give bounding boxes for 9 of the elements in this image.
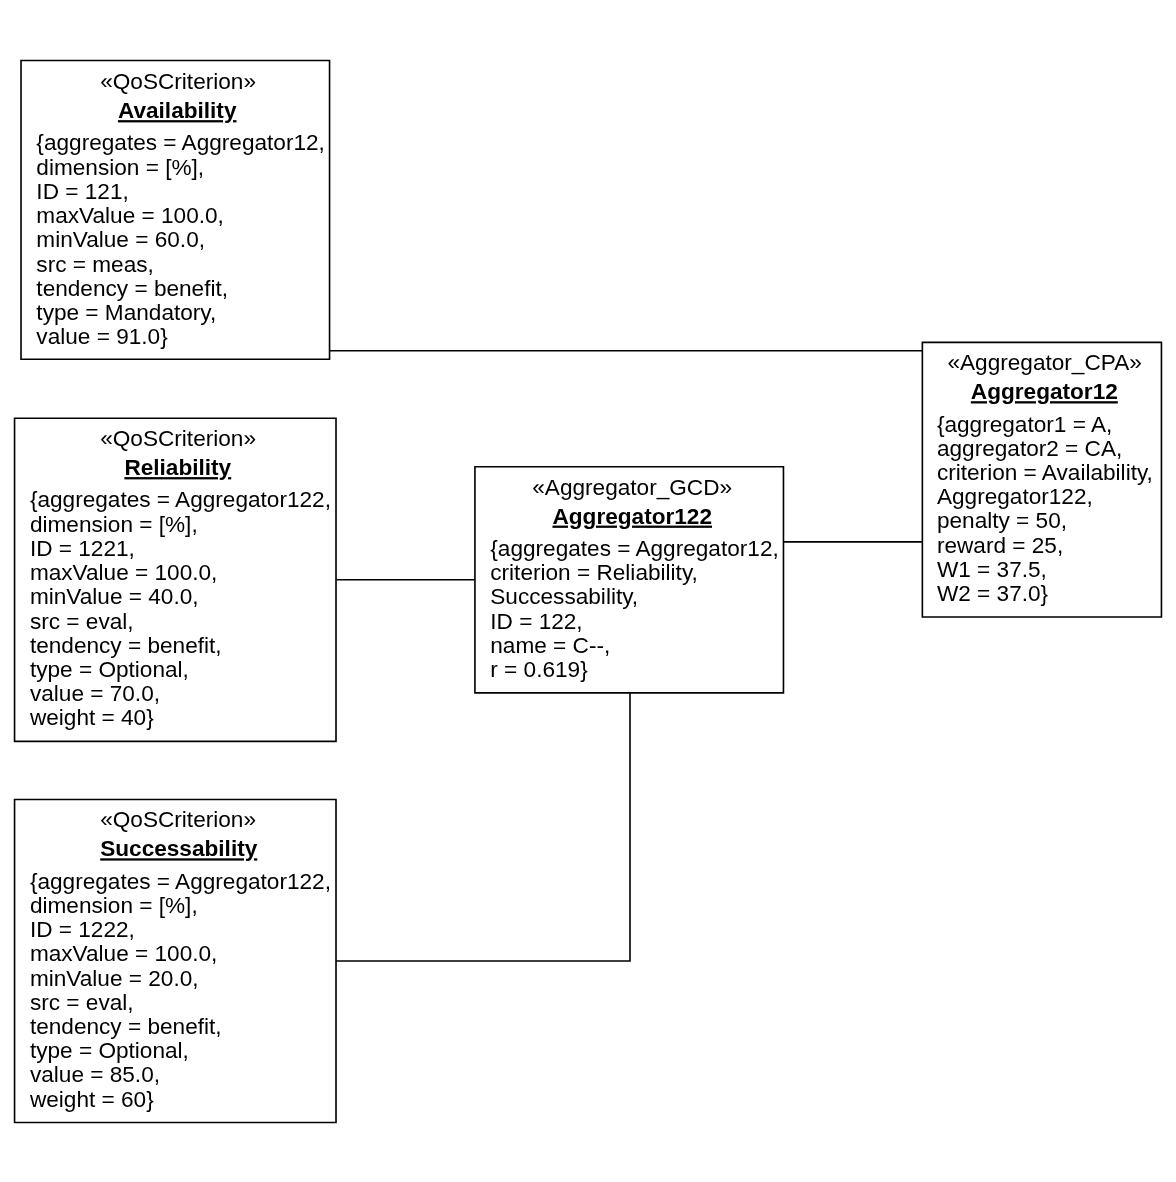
node-box: «Aggregator_CPA» Aggregator12 {aggregator1 = A, aggregator2 = CA, criterion = Availability, Aggregator122, penalty = 50, reward = 25, W1 = 37.5, W2 = 37.0} — [921, 341, 1163, 618]
connector — [335, 691, 631, 962]
connector — [782, 540, 923, 543]
connector — [328, 349, 924, 352]
node-box: «QoSCriterion» Availability {aggregates = Aggregator12, dimension = [%], ID = 121, maxValue = 100.0, minValue = 60.0, src = meas, tendency = benefit, type = Mandatory, value = 91.0} — [20, 59, 331, 360]
node-box: «Aggregator_GCD» Aggregator122 {aggregates = Aggregator12, criterion = Reliability, Successability, ID = 122, name = C--, r = 0.619} — [474, 465, 785, 694]
node-box: «QoSCriterion» Successability {aggregates = Aggregator122, dimension = [%], ID = 1222, maxValue = 100.0, minValue = 20.0, src = eval, tendency = benefit, type = Optional, value = 85.0, weight = 60} — [13, 798, 337, 1123]
node-box: «QoSCriterion» Reliability {aggregates = Aggregator122, dimension = [%], ID = 1221, maxValue = 100.0, minValue = 40.0, src = eval, tendency = benefit, type = Optional, value = 70.0, weight = 40} — [13, 416, 337, 742]
connector — [335, 578, 476, 581]
